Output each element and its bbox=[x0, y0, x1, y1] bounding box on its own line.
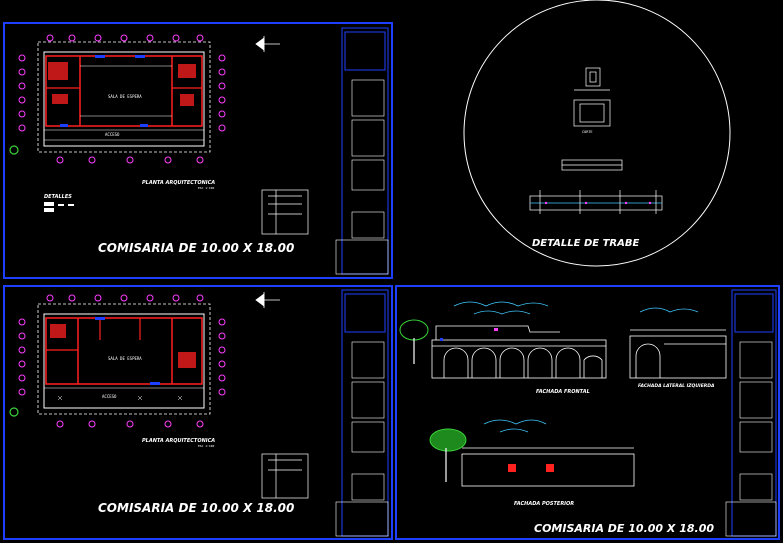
title-block bbox=[335, 289, 389, 537]
side-facade-caption: FACHADA LATERAL IZQUIERDA bbox=[638, 383, 715, 389]
column-grid-markers bbox=[18, 294, 226, 428]
sheet-title: COMISARIA DE 10.00 X 18.00 bbox=[534, 522, 714, 535]
detail-viewport: CORTE DETALLE DE TRABE bbox=[463, 0, 731, 267]
front-facade-caption: FACHADA FRONTAL bbox=[536, 389, 590, 395]
north-arrow-icon bbox=[255, 36, 280, 52]
beam-section bbox=[573, 67, 611, 127]
rear-facade bbox=[461, 447, 635, 487]
sheet-title: COMISARIA DE 10.00 X 18.00 bbox=[98, 241, 294, 255]
sheet-bottom-left: SALA DE ESPERA ACCESO PLANTA ARQUIT bbox=[3, 285, 393, 540]
svg-text:SALA DE ESPERA: SALA DE ESPERA bbox=[108, 94, 142, 99]
title-block bbox=[725, 289, 777, 537]
sheet-title: COMISARIA DE 10.00 X 18.00 bbox=[98, 501, 294, 515]
sheet-bottom-right: FACHADA FRONTAL FACHADA LATERAL IZQUIERD… bbox=[395, 285, 780, 540]
svg-text:CORTE: CORTE bbox=[582, 130, 593, 134]
svg-text:SALA DE ESPERA: SALA DE ESPERA bbox=[108, 356, 142, 361]
north-arrow-icon bbox=[255, 292, 280, 308]
rear-facade-windows bbox=[508, 464, 554, 472]
sheet-border bbox=[3, 22, 393, 279]
tree-icon bbox=[429, 428, 467, 482]
sheet-top-left: SALA DE ESPERA ACCESO PLANTA ARQUITECTON… bbox=[3, 22, 393, 279]
scale-caption: ESC 1:100 bbox=[198, 186, 214, 190]
front-facade-accents bbox=[440, 328, 498, 341]
sheet-border bbox=[3, 285, 393, 540]
sheet-border bbox=[395, 285, 780, 540]
tree-icon bbox=[399, 319, 429, 364]
beam-elevation bbox=[561, 159, 623, 171]
green-marker bbox=[9, 145, 19, 155]
detail-title: DETALLE DE TRABE bbox=[532, 238, 639, 249]
side-facade bbox=[629, 329, 727, 379]
details-legend bbox=[44, 202, 74, 212]
section-detail bbox=[261, 189, 309, 235]
beam-rebar-markers bbox=[544, 201, 652, 205]
svg-text:ACCESO: ACCESO bbox=[105, 132, 120, 137]
title-block bbox=[335, 27, 389, 275]
beam-long-section bbox=[529, 190, 663, 214]
details-label: DETALLES bbox=[44, 194, 72, 200]
plan-caption: PLANTA ARQUITECTONICA bbox=[142, 180, 215, 186]
svg-text:ACCESO: ACCESO bbox=[102, 394, 117, 399]
plan-caption: PLANTA ARQUITECTONICA bbox=[142, 438, 215, 444]
green-marker bbox=[9, 407, 19, 417]
section-detail bbox=[261, 453, 309, 499]
front-facade bbox=[431, 325, 607, 379]
floor-plan: SALA DE ESPERA ACCESO bbox=[37, 41, 211, 153]
detail-circle bbox=[463, 0, 731, 267]
rear-facade-caption: FACHADA POSTERIOR bbox=[514, 501, 574, 507]
column-grid-markers bbox=[18, 34, 226, 164]
floor-plan: SALA DE ESPERA ACCESO bbox=[37, 303, 211, 415]
scale-caption: ESC 1:100 bbox=[198, 444, 214, 448]
cloud-sketches bbox=[453, 301, 699, 433]
